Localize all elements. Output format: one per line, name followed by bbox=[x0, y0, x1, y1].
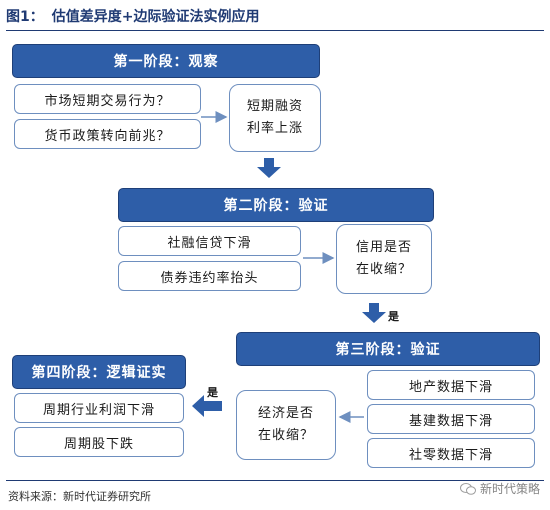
stage4-header: 第四阶段：逻辑证实 bbox=[12, 355, 186, 389]
stage3-item-1: 地产数据下滑 bbox=[367, 370, 535, 400]
title-rule bbox=[6, 30, 544, 31]
watermark: 新时代策略 bbox=[459, 480, 540, 497]
stage2-question-line-1: 信用是否 bbox=[355, 240, 412, 255]
stage3-item-2: 基建数据下滑 bbox=[367, 404, 535, 434]
figure-title-bar: 图1： 估值差异度+边际验证法实例应用 bbox=[6, 4, 544, 28]
stage1-item-2: 货币政策转向前兆？ bbox=[14, 119, 201, 149]
stage2-header: 第二阶段：验证 bbox=[118, 188, 434, 222]
stage1-header: 第一阶段：观察 bbox=[12, 44, 320, 78]
stage3-header: 第三阶段：验证 bbox=[236, 332, 540, 366]
chat-bubble-icon bbox=[459, 482, 476, 495]
down-arrow-stage1-to-stage2 bbox=[257, 158, 281, 178]
stage2-question-line-2: 在收缩？ bbox=[355, 262, 412, 277]
watermark-text: 新时代策略 bbox=[479, 482, 540, 496]
stage1-result-line-2: 利率上涨 bbox=[246, 121, 303, 136]
stage2-question-box: 信用是否 在收缩？ bbox=[336, 224, 432, 294]
figure-title: 估值差异度+边际验证法实例应用 bbox=[51, 9, 260, 25]
stage3-question-line-2: 在收缩？ bbox=[257, 428, 314, 443]
down-arrow-stage2-to-stage3 bbox=[362, 303, 386, 323]
stage4-item-1: 周期行业利润下滑 bbox=[14, 393, 184, 423]
stage1-item-1: 市场短期交易行为？ bbox=[14, 84, 201, 114]
stage4-item-2: 周期股下跌 bbox=[14, 427, 184, 457]
source-note: 资料来源：新时代证券研究所 bbox=[8, 490, 151, 503]
stage3-question-line-1: 经济是否 bbox=[257, 406, 314, 421]
figure-label: 图1： bbox=[6, 9, 44, 25]
stage3-question-box: 经济是否 在收缩？ bbox=[236, 390, 336, 460]
stage3-item-3: 社零数据下滑 bbox=[367, 438, 535, 468]
yes-label-2: 是 bbox=[207, 386, 218, 399]
footer-rule bbox=[6, 480, 544, 481]
stage2-item-2: 债券违约率抬头 bbox=[118, 261, 301, 291]
stage1-result-box: 短期融资 利率上涨 bbox=[229, 84, 321, 152]
yes-label-1: 是 bbox=[388, 310, 399, 323]
stage2-item-1: 社融信贷下滑 bbox=[118, 226, 301, 256]
stage1-result-line-1: 短期融资 bbox=[246, 99, 303, 114]
